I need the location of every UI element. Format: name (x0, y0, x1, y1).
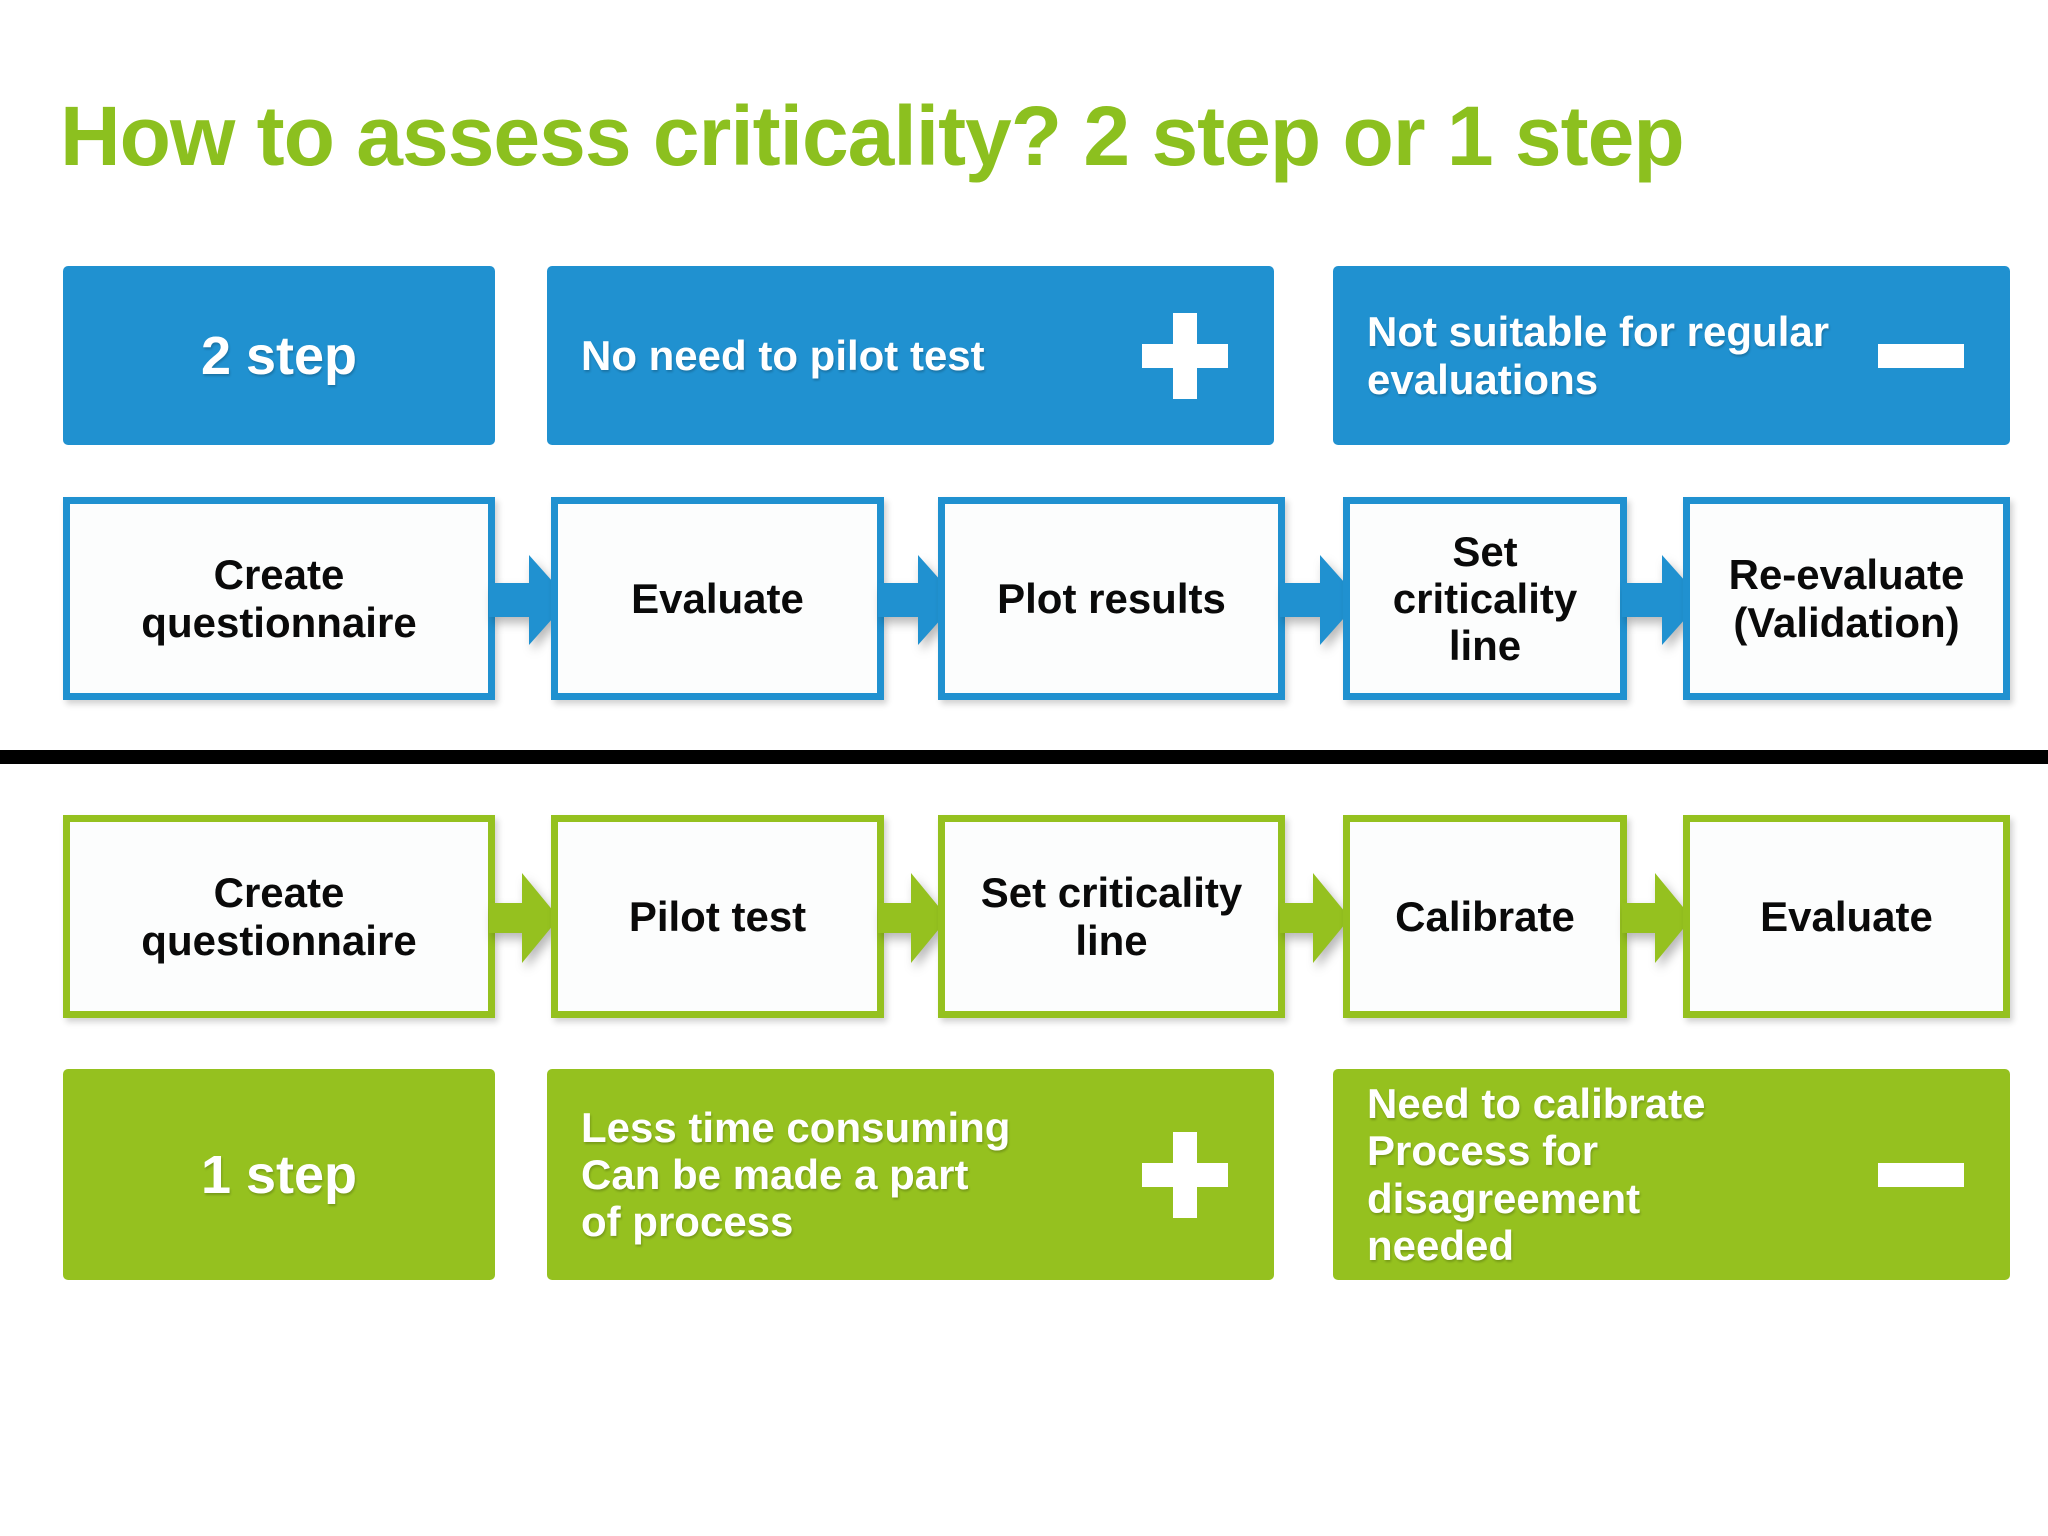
arrow-blue-3 (1280, 555, 1360, 645)
minus-icon (1878, 343, 1964, 368)
banner-con-text: Need to calibrate Process for disagreeme… (1367, 1080, 1706, 1269)
flow-box-green-3[interactable]: Set criticality line (938, 815, 1285, 1018)
flow-box-label: Calibrate (1395, 892, 1575, 940)
banner-label-text: 1 step (200, 1144, 358, 1205)
flow-box-blue-5[interactable]: Re-evaluate (Validation) (1683, 497, 2010, 700)
arrow-green-2 (878, 873, 948, 963)
flow-box-label: Create questionnaire (141, 551, 417, 646)
flow-box-blue-4[interactable]: Set criticality line (1343, 497, 1627, 700)
flow-box-label: Re-evaluate (Validation) (1728, 551, 1965, 646)
banner-pro-text: Less time consuming Can be made a part o… (581, 1103, 1011, 1246)
banner-label-text: 2 step (200, 325, 358, 386)
flow-box-label: Evaluate (631, 574, 804, 622)
flow-box-label: Set criticality line (1392, 527, 1578, 670)
flow-box-green-5[interactable]: Evaluate (1683, 815, 2010, 1018)
banner-one-step-con: Need to calibrate Process for disagreeme… (1333, 1069, 2010, 1280)
flow-box-green-4[interactable]: Calibrate (1343, 815, 1627, 1018)
flow-box-green-2[interactable]: Pilot test (551, 815, 884, 1018)
banner-one-step-label: 1 step (63, 1069, 495, 1280)
arrow-green-4 (1622, 873, 1692, 963)
minus-icon (1878, 1162, 1964, 1187)
plus-icon (1142, 312, 1228, 399)
arrow-green-1 (489, 873, 559, 963)
flow-box-label: Pilot test (628, 892, 807, 940)
arrow-blue-1 (489, 555, 569, 645)
page-title: How to assess criticality? 2 step or 1 s… (60, 89, 1685, 183)
plus-icon (1142, 1131, 1228, 1218)
section-divider (0, 750, 2048, 764)
banner-two-step-pro: No need to pilot test (547, 266, 1274, 445)
flow-box-green-1[interactable]: Create questionnaire (63, 815, 495, 1018)
flow-box-blue-1[interactable]: Create questionnaire (63, 497, 495, 700)
banner-one-step-pro: Less time consuming Can be made a part o… (547, 1069, 1274, 1280)
arrow-green-3 (1280, 873, 1350, 963)
flow-box-label: Plot results (997, 574, 1226, 622)
flow-box-label: Create questionnaire (141, 869, 417, 964)
banner-two-step-label: 2 step (63, 266, 495, 445)
flow-box-blue-2[interactable]: Evaluate (551, 497, 884, 700)
banner-two-step-con: Not suitable for regular evaluations (1333, 266, 2010, 445)
arrow-blue-4 (1622, 555, 1702, 645)
flow-box-label: Evaluate (1760, 892, 1933, 940)
flow-box-blue-3[interactable]: Plot results (938, 497, 1285, 700)
flow-box-label: Set criticality line (980, 869, 1243, 964)
banner-con-text: Not suitable for regular evaluations (1367, 308, 1830, 403)
banner-pro-text: No need to pilot test (581, 331, 985, 379)
